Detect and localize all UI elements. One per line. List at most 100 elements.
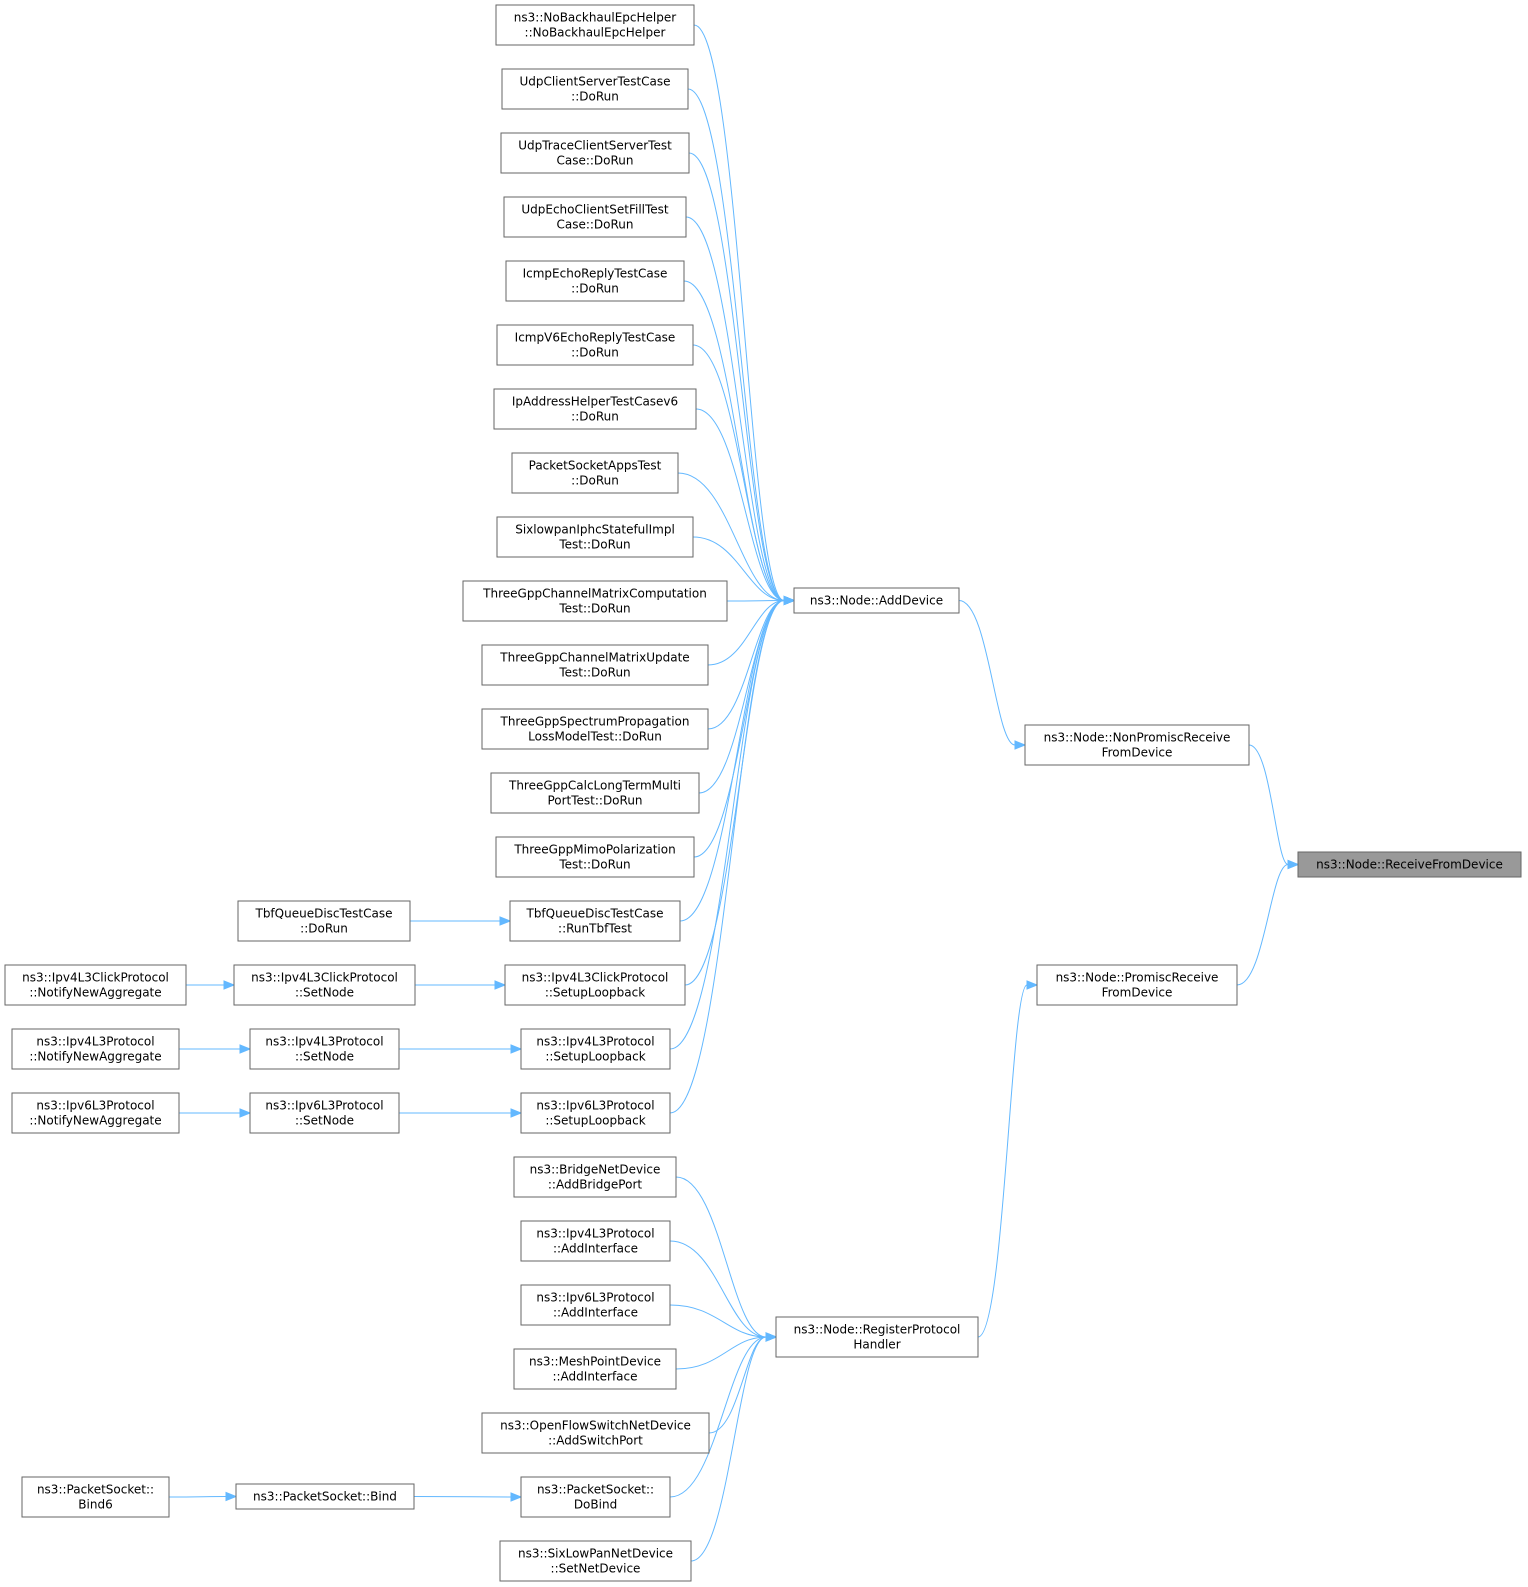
node-ipv6setup[interactable]: ns3::Ipv6L3Protocol::SetupLoopback bbox=[520, 1092, 671, 1134]
node-ipv6notify[interactable]: ns3::Ipv6L3Protocol::NotifyNewAggregate bbox=[11, 1092, 180, 1134]
node-label-line: ::AddBridgePort bbox=[548, 1178, 643, 1192]
node-label-line: SixlowpanIphcStatefulImpl bbox=[515, 523, 675, 537]
node-label-line: FromDevice bbox=[1102, 746, 1173, 760]
node-receive[interactable]: ns3::Node::ReceiveFromDevice bbox=[1297, 851, 1522, 878]
node-label-line: Test::DoRun bbox=[558, 858, 630, 872]
node-label-line: ::DoRun bbox=[571, 474, 619, 488]
node-clicksetup[interactable]: ns3::Ipv4L3ClickProtocol::SetupLoopback bbox=[504, 964, 686, 1006]
node-udpcs[interactable]: UdpClientServerTestCase::DoRun bbox=[501, 68, 689, 110]
node-label-line: ::AddInterface bbox=[553, 1306, 638, 1320]
node-label-line: ::NoBackhaulEpcHelper bbox=[525, 26, 666, 40]
edge-arrowhead bbox=[783, 595, 796, 606]
node-icmp6[interactable]: IcmpV6EchoReplyTestCase::DoRun bbox=[496, 324, 694, 366]
node-box bbox=[500, 132, 690, 174]
node-box bbox=[501, 68, 689, 110]
edge-n_ipv6setnode-to-n_ipv6setup bbox=[399, 1108, 523, 1118]
node-pktbind6[interactable]: ns3::PacketSocket::Bind6 bbox=[21, 1476, 170, 1518]
node-box bbox=[509, 900, 681, 942]
node-ipv6setnode[interactable]: ns3::Ipv6L3Protocol::SetNode bbox=[249, 1092, 400, 1134]
edge-line bbox=[669, 1304, 767, 1338]
node-label-line: ::DoRun bbox=[571, 282, 619, 296]
node-label-line: ns3::Node::NonPromiscReceive bbox=[1044, 731, 1231, 745]
node-mesh[interactable]: ns3::MeshPointDevice::AddInterface bbox=[513, 1348, 677, 1390]
node-ipv4setup[interactable]: ns3::Ipv4L3Protocol::SetupLoopback bbox=[520, 1028, 671, 1070]
node-pktbind[interactable]: ns3::PacketSocket::Bind bbox=[235, 1483, 415, 1510]
node-icmp4[interactable]: IcmpEchoReplyTestCase::DoRun bbox=[505, 260, 685, 302]
node-box bbox=[493, 388, 697, 430]
node-label-line: ::SetupLoopback bbox=[545, 1114, 645, 1128]
node-label-line: ns3::Node::AddDevice bbox=[810, 594, 943, 608]
node-label-line: ThreeGppChannelMatrixUpdate bbox=[499, 651, 689, 665]
node-box bbox=[775, 1316, 979, 1358]
node-openflow[interactable]: ns3::OpenFlowSwitchNetDevice::AddSwitchP… bbox=[481, 1412, 710, 1454]
edge-arrowhead bbox=[510, 1044, 523, 1054]
node-box bbox=[1036, 964, 1238, 1006]
edge-n_ipv4addif-to-n_register bbox=[669, 1240, 778, 1342]
edge-line bbox=[688, 152, 785, 601]
node-bridge[interactable]: ns3::BridgeNetDevice::AddBridgePort bbox=[513, 1156, 677, 1198]
node-adddevice[interactable]: ns3::Node::AddDevice bbox=[793, 587, 960, 614]
node-box bbox=[496, 324, 694, 366]
node-label-line: ns3::Ipv4L3ClickProtocol bbox=[251, 971, 398, 985]
node-ipaddr[interactable]: IpAddressHelperTestCasev6::DoRun bbox=[493, 388, 697, 430]
node-box bbox=[499, 1540, 692, 1582]
node-nobackhaul[interactable]: ns3::NoBackhaulEpcHelper::NoBackhaulEpcH… bbox=[495, 4, 695, 46]
edge-line bbox=[669, 600, 785, 1114]
edge-n_bridge-to-n_register bbox=[675, 1176, 778, 1342]
node-label-line: ThreeGppCalcLongTermMulti bbox=[508, 779, 681, 793]
edge-line bbox=[675, 1336, 767, 1370]
node-ipv6addif[interactable]: ns3::Ipv6L3Protocol::AddInterface bbox=[520, 1284, 671, 1326]
node-box bbox=[511, 452, 679, 494]
node-ipv4notify[interactable]: ns3::Ipv4L3Protocol::NotifyNewAggregate bbox=[11, 1028, 180, 1070]
node-box bbox=[520, 1028, 671, 1070]
edge-arrowhead bbox=[239, 1044, 252, 1054]
node-box bbox=[1297, 851, 1522, 878]
node-spectrum[interactable]: ThreeGppSpectrumPropagationLossModelTest… bbox=[481, 708, 709, 750]
node-clicknotify[interactable]: ns3::Ipv4L3ClickProtocol::NotifyNewAggre… bbox=[4, 964, 187, 1006]
node-label-line: ::SetNode bbox=[295, 1050, 354, 1064]
node-pktdobind[interactable]: ns3::PacketSocket::DoBind bbox=[520, 1476, 671, 1518]
node-label-line: Bind6 bbox=[78, 1498, 112, 1512]
edge-arrowhead bbox=[1026, 980, 1039, 990]
node-label-line: ns3::Node::PromiscReceive bbox=[1056, 971, 1219, 985]
node-label-line: Test::DoRun bbox=[558, 602, 630, 616]
node-tbfrun[interactable]: TbfQueueDiscTestCase::RunTbfTest bbox=[509, 900, 681, 942]
node-chmatcomp[interactable]: ThreeGppChannelMatrixComputationTest::Do… bbox=[462, 580, 728, 622]
node-ipv4setnode[interactable]: ns3::Ipv4L3Protocol::SetNode bbox=[249, 1028, 400, 1070]
node-box bbox=[503, 196, 687, 238]
node-box bbox=[1024, 724, 1250, 766]
node-ipv4addif[interactable]: ns3::Ipv4L3Protocol::AddInterface bbox=[520, 1220, 671, 1262]
edge-n_clicknotify-to-n_clicksetnode bbox=[186, 980, 236, 990]
node-clicksetnode[interactable]: ns3::Ipv4L3ClickProtocol::SetNode bbox=[233, 964, 416, 1006]
node-label-line: TbfQueueDiscTestCase bbox=[525, 907, 663, 921]
edges-layer bbox=[168, 24, 1300, 1562]
node-label-line: ::SetupLoopback bbox=[545, 986, 645, 1000]
node-label-line: IcmpV6EchoReplyTestCase bbox=[515, 331, 676, 345]
edge-n_promisc-to-n_receive bbox=[1236, 859, 1300, 986]
node-label-line: ::NotifyNewAggregate bbox=[29, 986, 161, 1000]
edge-n_pktbind-to-n_pktdobind bbox=[413, 1492, 523, 1502]
node-box bbox=[496, 516, 694, 558]
edge-arrowhead bbox=[225, 1491, 238, 1502]
node-sixlowdev[interactable]: ns3::SixLowPanNetDevice::SetNetDevice bbox=[499, 1540, 692, 1582]
edge-arrowhead bbox=[239, 1108, 252, 1118]
edge-n_calclong-to-n_adddevice bbox=[698, 595, 796, 794]
node-tbfdorun[interactable]: TbfQueueDiscTestCase::DoRun bbox=[237, 900, 411, 942]
edge-line bbox=[669, 600, 785, 1050]
node-pktapps[interactable]: PacketSocketAppsTest::DoRun bbox=[511, 452, 679, 494]
edge-line bbox=[168, 1496, 227, 1498]
node-label-line: IcmpEchoReplyTestCase bbox=[523, 267, 668, 281]
node-box bbox=[249, 1092, 400, 1134]
node-box bbox=[490, 772, 700, 814]
node-label-line: ::AddInterface bbox=[552, 1370, 637, 1384]
